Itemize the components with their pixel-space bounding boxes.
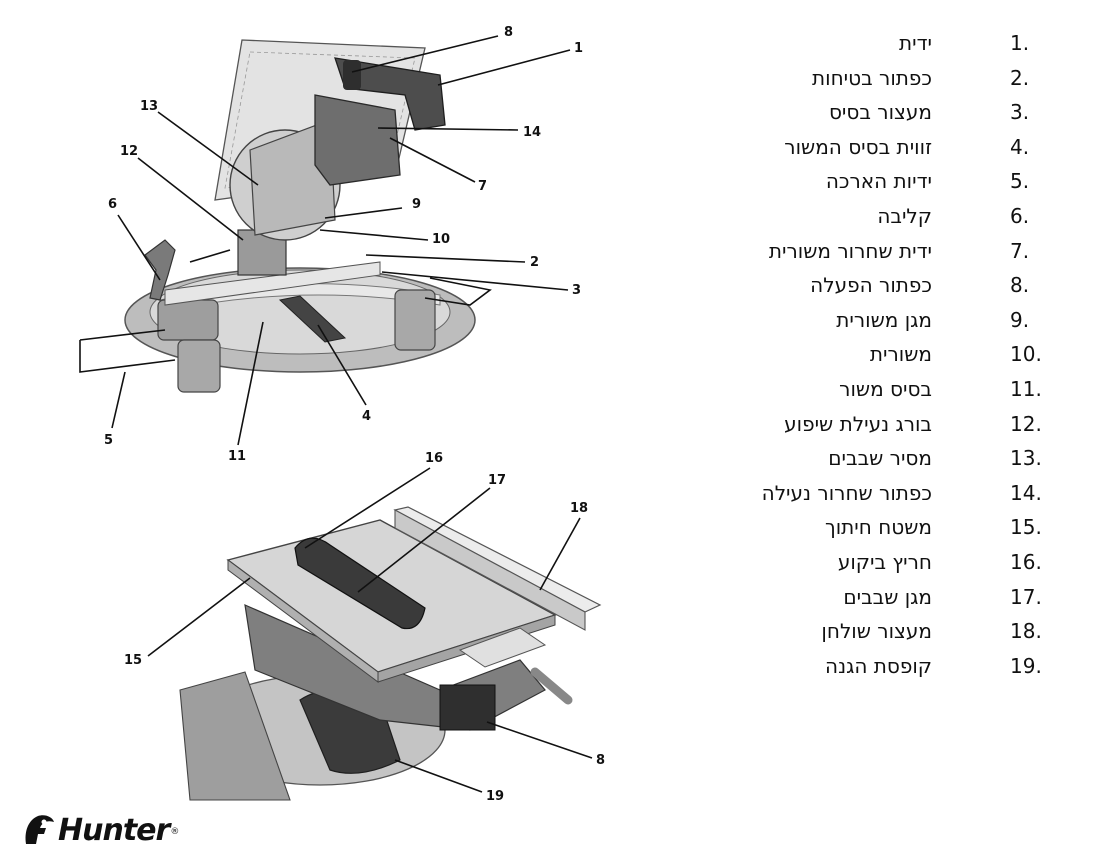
part-label: חריץ ביקוע (837, 549, 932, 574)
bottom-callout-labels: 15 16 17 18 8 19 (124, 451, 605, 804)
parts-legend-item: מגן משורית 9. (690, 303, 1070, 338)
callout-11: 11 (228, 449, 246, 464)
parts-legend-item: משטח חיתוך 15. (690, 510, 1070, 545)
part-number: 15. (1010, 515, 1042, 540)
part-label: בורג נעילת שיפוע (784, 411, 932, 436)
part-label: מעצור בסיס (828, 100, 932, 125)
parts-legend-item: חריץ ביקוע 16. (690, 545, 1070, 580)
part-number: 6. (1010, 203, 1030, 228)
part-number: 18. (1010, 619, 1042, 644)
callout-8-bottom: 8 (596, 753, 605, 768)
callout-12: 12 (120, 144, 138, 159)
mitre-saw-illustration (79, 39, 492, 393)
callout-15: 15 (124, 653, 142, 668)
parts-legend-item: זווית בסיס המשור 4. (690, 130, 1070, 165)
callout-5: 5 (104, 433, 113, 448)
bottom-leader-lines (147, 467, 593, 793)
part-number: 7. (1010, 238, 1030, 263)
part-number: 2. (1010, 65, 1030, 90)
part-label: משטח חיתוך (824, 515, 932, 540)
top-leader-lines (111, 35, 571, 446)
callout-2: 2 (530, 255, 539, 270)
callout-3: 3 (572, 283, 581, 298)
part-number: 11. (1010, 376, 1042, 401)
parts-legend-item: מעצור בסיס 3. (690, 95, 1070, 130)
saw-diagram: 1 2 3 4 5 6 7 8 9 10 11 12 13 14 (79, 25, 605, 804)
part-label: מגן משורית (836, 307, 932, 332)
part-label: מעצור שולחן (821, 619, 932, 644)
part-number: 1. (1010, 31, 1030, 55)
parts-legend-item: כפתור הפעלה 8. (690, 268, 1070, 303)
callout-7: 7 (478, 179, 487, 194)
part-number: 9. (1010, 307, 1030, 332)
part-label: קופסת הגנה (825, 653, 932, 678)
part-number: 5. (1010, 169, 1030, 194)
parts-legend-item: ידיות הארכה 5. (690, 164, 1070, 199)
parts-legend-item: בסיס משור 11. (690, 372, 1070, 407)
parts-legend-item: בורג נעילת שיפוע 12. (690, 407, 1070, 442)
part-number: 17. (1010, 584, 1042, 609)
parts-legend-item: מעצור שולחן 18. (690, 614, 1070, 649)
parts-legend-item: קופסת הגנה 19. (690, 649, 1070, 684)
callout-18: 18 (570, 501, 588, 516)
parts-legend-item: קליבה 6. (690, 199, 1070, 234)
part-number: 19. (1010, 653, 1042, 678)
callout-4: 4 (362, 409, 371, 424)
part-number: 13. (1010, 446, 1042, 471)
parts-legend-item: כפתור שחרור נעילה 14. (690, 476, 1070, 511)
callout-16: 16 (425, 451, 443, 466)
callout-10: 10 (432, 232, 450, 247)
callout-17: 17 (488, 473, 506, 488)
part-label: ידית שחרור משורית (768, 238, 932, 263)
callout-14: 14 (523, 125, 541, 140)
parts-legend: ידית 1. כפתור בטיחות 2. מעצור בסיס 3. זווית בס… (690, 26, 1070, 683)
parts-legend-item: משורית 10. (690, 337, 1070, 372)
part-label: משורית (869, 342, 932, 367)
part-label: כפתור שחרור נעילה (761, 480, 932, 505)
part-label: קליבה (877, 203, 932, 228)
callout-1: 1 (574, 41, 583, 56)
part-label: כפתור בטיחות (812, 65, 932, 90)
callout-8: 8 (504, 25, 513, 40)
part-label: ידית (898, 31, 932, 55)
part-number: 12. (1010, 411, 1042, 436)
callout-6: 6 (108, 197, 117, 212)
parts-legend-item: ידית 1. (690, 26, 1070, 61)
table-saw-illustration (179, 506, 602, 801)
part-number: 4. (1010, 134, 1030, 159)
parts-legend-item: מסיר שבבים 13. (690, 441, 1070, 476)
parts-legend-item: מגן שבבים 17. (690, 580, 1070, 615)
part-number: 16. (1010, 549, 1042, 574)
part-label: בסיס משור (839, 376, 932, 401)
top-callout-labels: 1 2 3 4 5 6 7 8 9 10 11 12 13 14 (104, 25, 583, 464)
brand-logo: Hunter ® (22, 808, 179, 852)
part-label: מגן שבבים (843, 584, 932, 609)
part-number: 10. (1010, 342, 1042, 367)
brand-name: Hunter (58, 812, 170, 848)
part-label: כפתור הפעלה (810, 273, 932, 298)
part-label: ידיות הארכה (825, 169, 932, 194)
callout-13: 13 (140, 99, 158, 114)
part-label: מסיר שבבים (828, 446, 932, 471)
callout-9: 9 (412, 197, 421, 212)
part-label: זווית בסיס המשור (784, 134, 932, 159)
callout-19: 19 (486, 789, 504, 804)
parts-legend-item: כפתור בטיחות 2. (690, 61, 1070, 96)
part-number: 3. (1010, 100, 1030, 125)
registered-mark: ® (170, 827, 180, 837)
part-number: 14. (1010, 480, 1042, 505)
parts-legend-item: ידית שחרור משורית 7. (690, 234, 1070, 269)
hunter-logo-icon (25, 815, 54, 844)
part-number: 8. (1010, 273, 1030, 298)
